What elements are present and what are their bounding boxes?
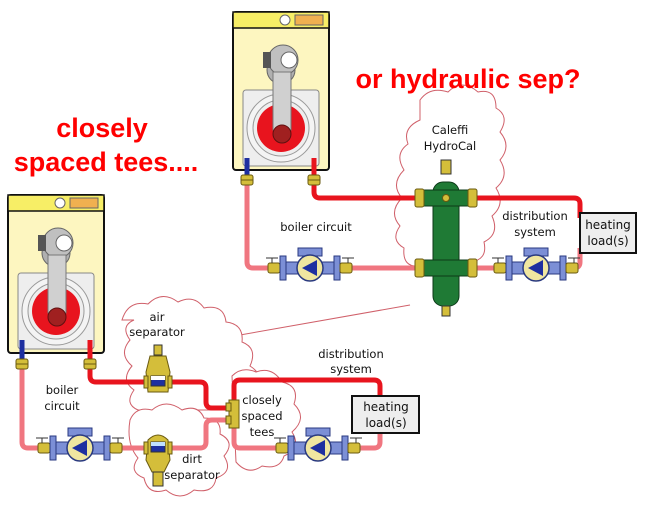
- heading-closely-line1: closely: [56, 113, 148, 143]
- hydrocal-separator: [414, 159, 478, 317]
- top-distribution-label-2: system: [514, 225, 556, 239]
- top-load-label-1: heating: [585, 218, 631, 232]
- bottom-return-pipe: [19, 365, 232, 451]
- top-boiler-pump: [265, 247, 355, 282]
- bottom-boiler-circuit-label-1: boiler: [46, 383, 79, 397]
- bottom-boiler: [7, 194, 105, 354]
- air-separator-label-2: separator: [129, 325, 185, 339]
- top-boiler: [232, 11, 330, 171]
- top-load-label-2: load(s): [587, 234, 628, 248]
- top-return-pipe: [244, 178, 583, 271]
- air-separator: [143, 344, 173, 393]
- tees-label-3: tees: [250, 425, 275, 439]
- hydrocal-cloud: [394, 84, 507, 275]
- hydrocal-label-2: HydroCal: [424, 139, 477, 153]
- bottom-boiler-circuit-label-2: circuit: [44, 399, 80, 413]
- tees-label-1: closely: [242, 393, 282, 407]
- bottom-boiler-pump: [35, 427, 125, 462]
- heading-closely-line2: spaced tees....: [14, 147, 199, 177]
- bottom-load-label-1: heating: [363, 400, 409, 414]
- bottom-distribution-supply-pipe: [231, 377, 383, 410]
- dirt-separator-label-1: dirt: [182, 452, 202, 466]
- bottom-load-label-2: load(s): [365, 416, 406, 430]
- bottom-distribution-label-2: system: [330, 362, 372, 376]
- callout-line: [239, 304, 411, 336]
- dirt-separator: [143, 434, 173, 487]
- top-boiler-circuit-label: boiler circuit: [280, 220, 352, 234]
- hydrocal-label-1: Caleffi: [432, 123, 468, 137]
- top-heating-load-box: [579, 212, 637, 254]
- tees-label-2: spaced: [241, 409, 282, 423]
- heading-hydraulic-sep: or hydraulic sep?: [355, 64, 580, 94]
- bottom-heating-load-box: [351, 395, 420, 434]
- closely-spaced-tees: [225, 399, 240, 429]
- bottom-distribution-label-1: distribution: [318, 347, 384, 361]
- dirt-separator-label-2: separator: [164, 468, 220, 482]
- air-separator-label-1: air: [150, 310, 165, 324]
- top-distribution-label-1: distribution: [502, 209, 568, 223]
- bottom-supply-pipe: [87, 365, 232, 411]
- top-distribution-pump: [491, 247, 581, 282]
